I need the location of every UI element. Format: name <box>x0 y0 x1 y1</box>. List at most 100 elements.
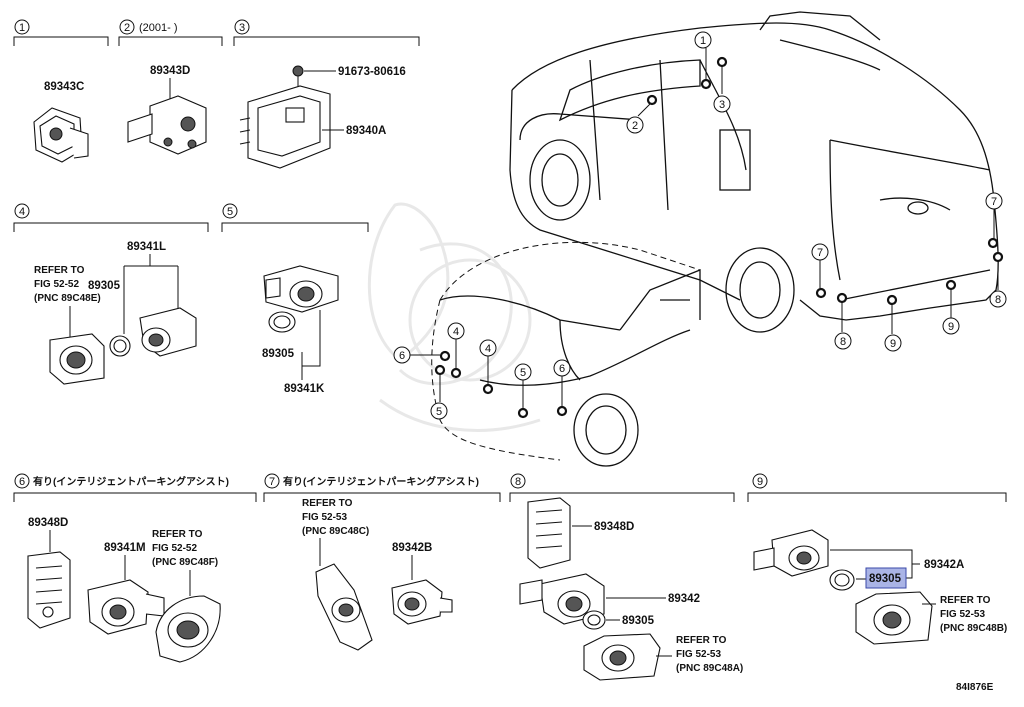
watermark-logo <box>367 202 541 432</box>
front-callouts: 6 4 4 5 5 6 <box>393 322 571 420</box>
part-label-91673-80616[interactable]: 91673-80616 <box>338 66 406 78</box>
ref-note-7-line-1: REFER TO <box>302 498 353 509</box>
part-label-89305-section-8[interactable]: 89305 <box>622 615 655 627</box>
section-9-number: 9 <box>757 476 763 488</box>
section-4-number: 4 <box>19 206 25 218</box>
section-9-header: 9 <box>747 473 1007 502</box>
part-label-89342[interactable]: 89342 <box>668 593 700 605</box>
callout-rear-9a[interactable]: 9 <box>890 338 896 350</box>
callout-front-4a[interactable]: 4 <box>453 326 459 338</box>
bezel-section-7 <box>315 563 373 651</box>
section-8-header: 8 <box>509 473 735 502</box>
ref-note-4-line-1: REFER TO <box>34 265 85 276</box>
section-3-number: 3 <box>239 22 245 34</box>
rear-callouts: 1 2 3 7 7 8 8 9 9 <box>626 31 1007 352</box>
part-label-89348D-section-8[interactable]: 89348D <box>594 521 634 533</box>
ref-note-section-9: REFER TO FIG 52-53 (PNC 89C48B) <box>940 595 1007 634</box>
sensor-89341L <box>139 307 197 357</box>
ref-note-section-4: REFER TO FIG 52-52 (PNC 89C48E) <box>34 265 101 304</box>
part-label-89341K[interactable]: 89341K <box>284 383 325 395</box>
bezel-section-8 <box>583 633 661 681</box>
ref-note-9-line-2: FIG 52-53 <box>940 609 985 620</box>
section-8-number: 8 <box>515 476 521 488</box>
bezel-section-9 <box>855 591 933 645</box>
ref-note-7-line-2: FIG 52-53 <box>302 512 347 523</box>
section-6-note: 有り(インテリジェントパーキングアシスト) <box>33 475 229 488</box>
callout-rear-2[interactable]: 2 <box>632 120 638 132</box>
section-4-header: 4 <box>13 203 209 232</box>
section-1-header: 1 <box>13 19 109 46</box>
section-1-number: 1 <box>19 22 25 34</box>
ref-note-7-line-3: (PNC 89C48C) <box>302 526 369 537</box>
sensor-89342 <box>519 573 605 625</box>
ring-89305-section-5 <box>268 311 296 333</box>
ref-note-6-line-1: REFER TO <box>152 529 203 540</box>
part-89343C-drawing <box>33 107 89 163</box>
bracket-89348D-section-6 <box>27 551 71 629</box>
part-label-89343C[interactable]: 89343C <box>44 81 84 93</box>
ref-note-9-line-1: REFER TO <box>940 595 991 606</box>
section-7-number: 7 <box>269 476 275 488</box>
ring-89305-section-8 <box>582 610 606 630</box>
part-label-89340A[interactable]: 89340A <box>346 125 386 137</box>
callout-rear-7b[interactable]: 7 <box>991 196 997 208</box>
section-2-number: 2 <box>124 22 130 34</box>
part-label-89348D-section-6[interactable]: 89348D <box>28 517 68 529</box>
bracket-89348D-section-8 <box>527 497 571 569</box>
part-label-89305-section-5[interactable]: 89305 <box>262 348 295 360</box>
callout-rear-8b[interactable]: 8 <box>995 294 1001 306</box>
sensor-89341K <box>263 265 339 313</box>
bezel-section-4 <box>49 333 105 385</box>
section-5-header: 5 <box>221 203 369 232</box>
ref-note-section-6: REFER TO FIG 52-52 (PNC 89C48F) <box>152 529 218 568</box>
section-3-header: 3 <box>233 19 420 46</box>
ref-note-8-line-2: FIG 52-53 <box>676 649 721 660</box>
section-2-header: 2 (2001- ) <box>118 19 223 46</box>
part-label-89341L[interactable]: 89341L <box>127 241 166 253</box>
sensor-89342A <box>753 529 829 577</box>
callout-front-5b[interactable]: 5 <box>520 367 526 379</box>
callout-rear-3[interactable]: 3 <box>719 99 725 111</box>
ref-note-8-line-1: REFER TO <box>676 635 727 646</box>
callout-rear-7a[interactable]: 7 <box>817 247 823 259</box>
part-label-89342B[interactable]: 89342B <box>392 542 432 554</box>
vehicle-rear-view <box>509 11 999 333</box>
ref-note-section-7: REFER TO FIG 52-53 (PNC 89C48C) <box>302 498 369 537</box>
ring-89305-section-9 <box>829 569 855 591</box>
section-7-note: 有り(インテリジェントパーキングアシスト) <box>283 475 479 488</box>
highlighted-part-89305[interactable]: 89305 <box>865 567 907 589</box>
bezel-section-6 <box>155 595 221 663</box>
ref-note-6-line-2: FIG 52-52 <box>152 543 197 554</box>
sensor-89342B <box>391 579 453 625</box>
section-2-note: (2001- ) <box>139 22 178 34</box>
callout-rear-1[interactable]: 1 <box>700 35 706 47</box>
callout-front-6b[interactable]: 6 <box>559 363 565 375</box>
ref-note-6-line-3: (PNC 89C48F) <box>152 557 218 568</box>
ring-89305-section-4 <box>109 335 131 357</box>
figure-code: 84I876E <box>956 682 994 693</box>
section-6-number: 6 <box>19 476 25 488</box>
section-5-number: 5 <box>227 206 233 218</box>
ref-note-4-line-2: FIG 52-52 <box>34 279 79 290</box>
ref-note-8-line-3: (PNC 89C48A) <box>676 663 743 674</box>
callout-front-4b[interactable]: 4 <box>485 343 491 355</box>
part-label-89305-section-4[interactable]: 89305 <box>88 280 121 292</box>
part-label-89341M[interactable]: 89341M <box>104 542 146 554</box>
ref-note-section-8: REFER TO FIG 52-53 (PNC 89C48A) <box>676 635 743 674</box>
callout-rear-9b[interactable]: 9 <box>948 321 954 333</box>
sensor-89341M <box>87 579 165 635</box>
callout-front-5a[interactable]: 5 <box>436 406 442 418</box>
part-label-89305-section-9[interactable]: 89305 <box>869 573 902 585</box>
section-6-header: 6 有り(インテリジェントパーキングアシスト) <box>13 473 257 502</box>
part-89343D-drawing <box>127 95 207 155</box>
section-7-header: 7 有り(インテリジェントパーキングアシスト) <box>263 473 501 502</box>
ref-note-9-line-3: (PNC 89C48B) <box>940 623 1007 634</box>
callout-front-6a[interactable]: 6 <box>399 350 405 362</box>
ref-note-4-line-3: (PNC 89C48E) <box>34 293 101 304</box>
callout-rear-8a[interactable]: 8 <box>840 336 846 348</box>
vehicle-front-view <box>431 241 701 467</box>
part-label-89343D[interactable]: 89343D <box>150 65 190 77</box>
part-label-89342A[interactable]: 89342A <box>924 559 964 571</box>
